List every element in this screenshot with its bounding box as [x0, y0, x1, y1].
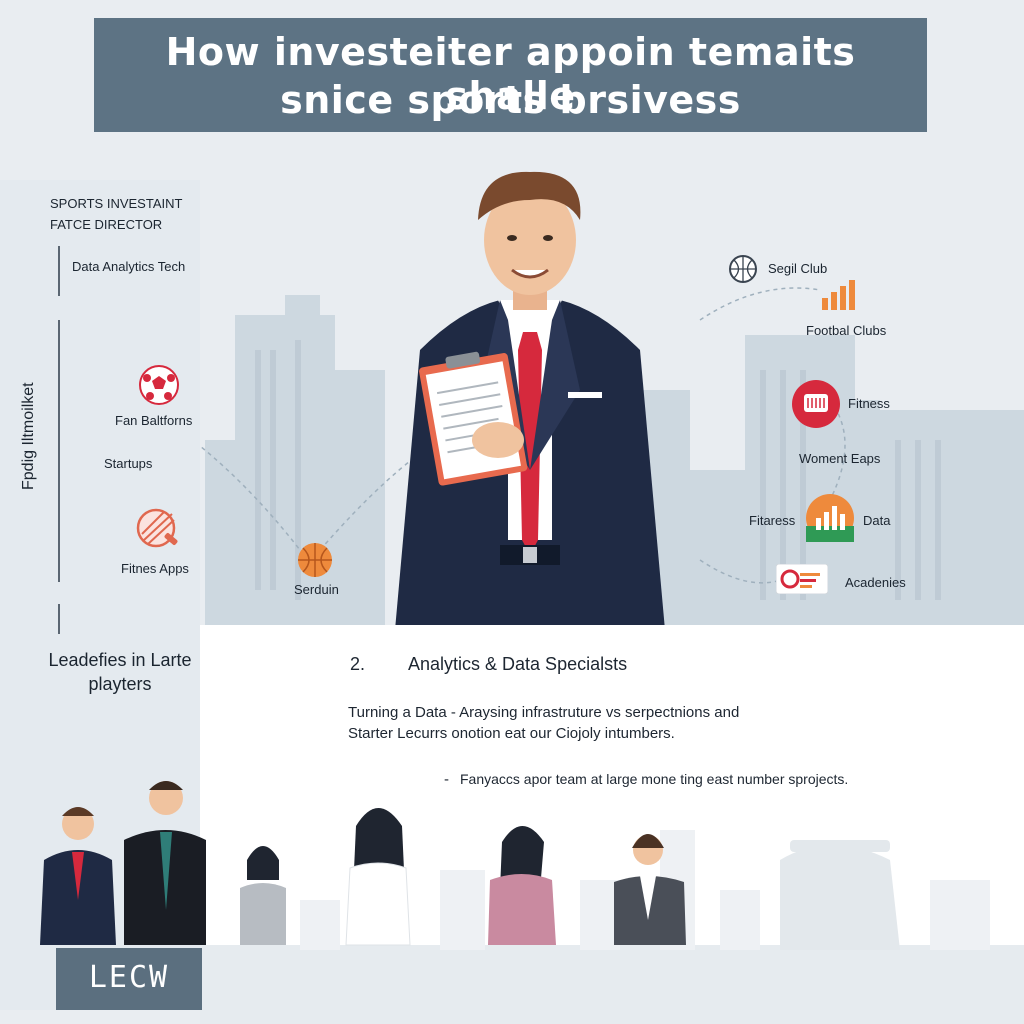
bullet-dash: - [444, 771, 449, 788]
ball-label: Serduin [294, 582, 339, 597]
left-divider-3 [58, 604, 60, 634]
fitness-basket-icon [792, 380, 840, 428]
right-item-academies: Acadenies [845, 575, 906, 590]
brand-logo: LECW [56, 948, 202, 1010]
left-header-line-1: SPORTS INVESTAINT [50, 196, 183, 211]
left-bottom-heading: Leadefies in Larte playters [48, 650, 192, 694]
tennis-racket-icon [136, 508, 178, 548]
right-item-fitness: Fitness [848, 396, 890, 411]
left-vertical-label: Fpdig Iltmoilket [20, 382, 37, 490]
footer-strip [200, 945, 1024, 1024]
team-people-illustration [40, 781, 990, 950]
right-item-club: Segil Club [768, 261, 828, 276]
title-line-1: How investeiter appoin temaits shalle [165, 30, 856, 118]
left-divider-1 [58, 246, 60, 296]
left-item-fitness-apps: Fitnes Apps [121, 561, 189, 576]
basketball-icon [298, 543, 332, 577]
title-banner: How investeiter appoin temaits shalle sn… [94, 18, 927, 132]
section-paragraph-line-1: Turning a Data - Araysing infrastruture … [348, 704, 740, 721]
right-item-women-apps: Woment Eaps [799, 451, 881, 466]
title-line-2: snice sports brsivess [280, 78, 741, 122]
businessman-illustration [395, 171, 665, 630]
bar-growth-icon [822, 280, 855, 310]
right-item-fitness-label: Fitaress [749, 513, 796, 528]
left-item-data-analytics: Data Analytics Tech [72, 259, 186, 274]
city-skyline-illustration [149, 287, 1024, 625]
globe-ball-icon [729, 255, 757, 283]
left-header-line-2: FATCE DIRECTOR [50, 217, 163, 232]
soccer-ball-icon [139, 365, 179, 405]
data-chart-icon [806, 494, 854, 542]
right-item-football-clubs: Footbal Clubs [806, 323, 887, 338]
left-item-startups: Startups [104, 456, 153, 471]
academy-badge-icon [776, 564, 828, 594]
left-divider-2 [58, 320, 60, 582]
section-paragraph-line-2: Starter Lecurrs onotion eat our Ciojoly … [348, 725, 675, 742]
section-heading: Analytics & Data Specialsts [408, 654, 628, 674]
brand-logo-text: LECW [88, 960, 170, 995]
bullet-text: Fanyaccs apor team at large mone ting ea… [460, 771, 849, 787]
section-number: 2. [350, 654, 366, 674]
right-item-data: Data [863, 513, 891, 528]
left-item-fan-platforms: Fan Baltforns [115, 413, 193, 428]
